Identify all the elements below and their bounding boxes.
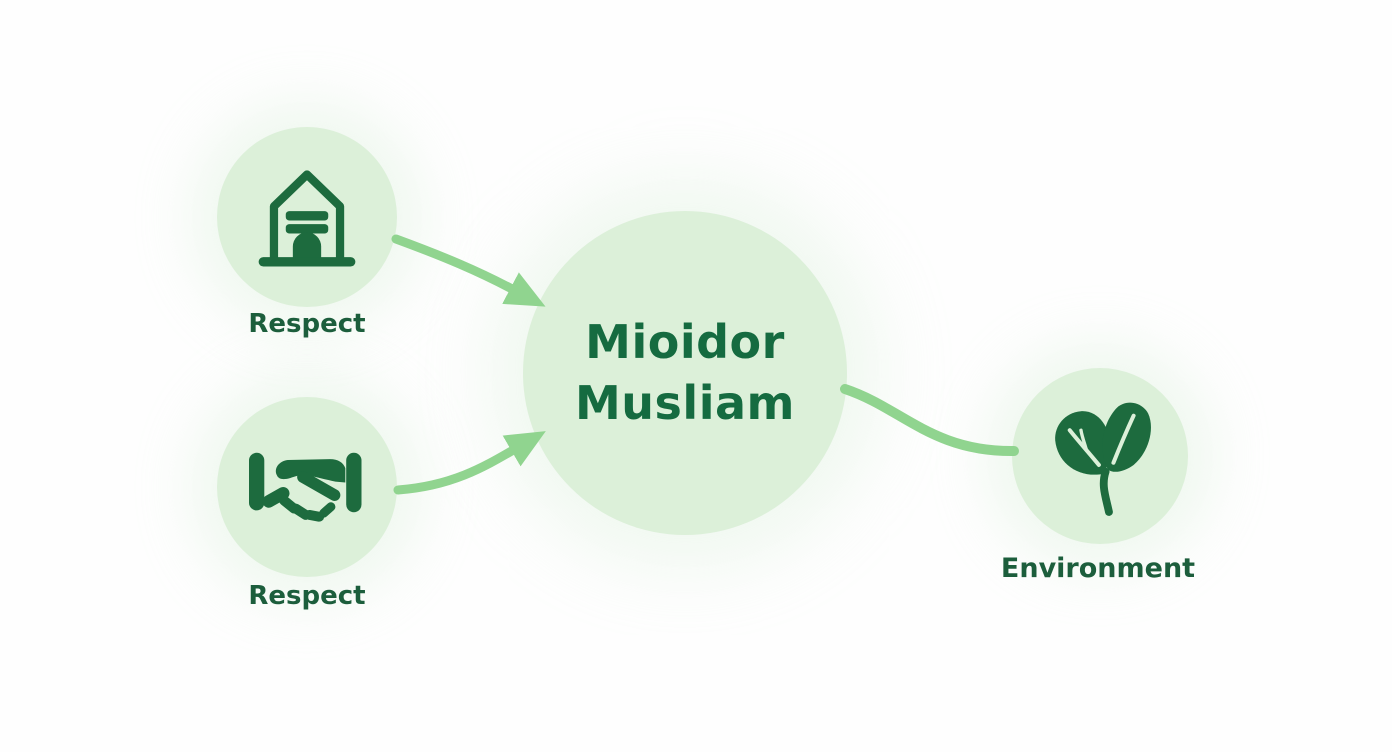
handshake-icon bbox=[248, 452, 361, 522]
house-icon bbox=[258, 170, 356, 267]
center-node-title-line1: Mioidor bbox=[585, 315, 785, 369]
center-node-title-line2: Musliam bbox=[575, 376, 795, 430]
node-label-respect-handshake: Respect bbox=[248, 581, 366, 611]
node-label-environment: Environment bbox=[1000, 553, 1196, 584]
arrow-handshake-to-center bbox=[393, 431, 546, 495]
center-node: Mioidor Musliam bbox=[523, 211, 847, 535]
arrow-housing-to-center bbox=[391, 234, 546, 307]
node-label-respect-housing: Respect bbox=[248, 309, 366, 339]
node-respect-handshake bbox=[217, 397, 397, 577]
connector-center-to-environment bbox=[840, 384, 1019, 457]
leaf-icon bbox=[1055, 402, 1151, 516]
node-environment bbox=[1012, 368, 1188, 544]
node-respect-housing bbox=[217, 127, 397, 307]
